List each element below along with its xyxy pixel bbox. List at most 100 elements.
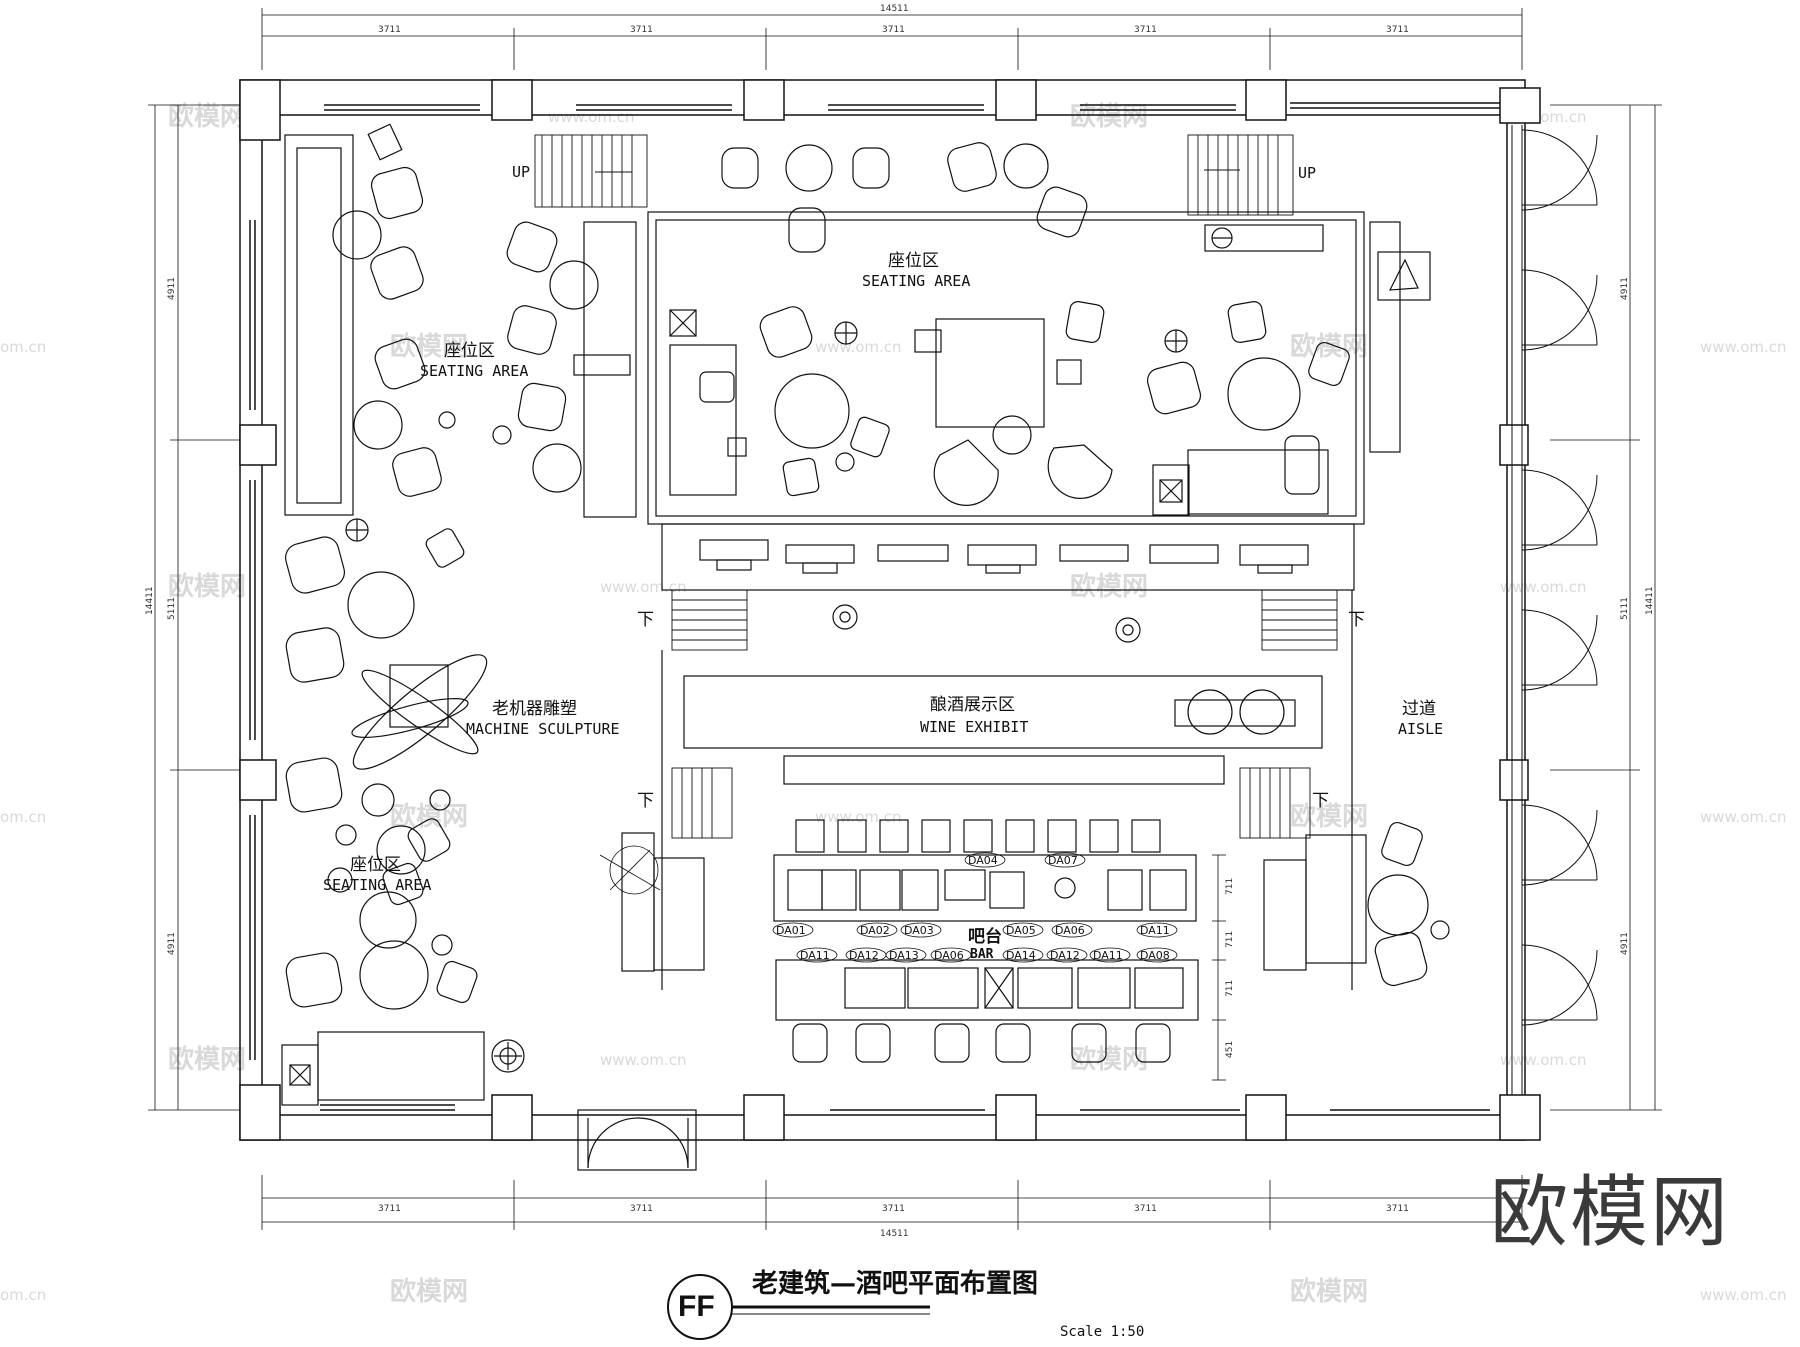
bar-tag: DA06 [1055,924,1085,937]
bar-tag-shapes [772,852,1178,963]
aisle-label-cn: 过道 [1402,699,1436,719]
bar-side-units [599,821,1450,987]
dim-top-bay: 3711 [1134,25,1157,35]
watermark-brand: 欧模网 [390,801,468,832]
stair-down-label: 下 [637,610,654,630]
display-band [661,523,1355,591]
dim-bar: 711 [1225,931,1235,948]
seating-area-label-en: SEATING AREA [862,272,970,290]
seating-area-label-cn: 座位区 [444,341,495,361]
dim-side-bay: 4911 [167,932,177,955]
right-cabinet [1369,221,1431,453]
stair-down-label: 下 [637,791,654,811]
seating-area-label-en: SEATING AREA [323,876,431,894]
wine-exhibit [661,590,1353,990]
drawing-title: 老建筑—酒吧平面布置图 [752,1268,1038,1299]
dim-top-total: 14511 [880,4,909,14]
watermark-brand: 欧模网 [1290,331,1368,362]
stair-down-label: 下 [1348,610,1365,630]
dim-bottom-total: 14511 [880,1229,909,1239]
bar-label-cn: 吧台 [968,926,1002,947]
bar-tag: DA07 [1048,854,1078,867]
dimension-left [148,104,245,1111]
bar-tag: DA12 [1050,949,1080,962]
bar-tag: DA01 [776,924,806,937]
brand-logo: 欧模网 [1489,1168,1730,1258]
watermark-brand: 欧模网 [1070,1044,1148,1075]
wine-exhibit-label-en: WINE EXHIBIT [920,718,1028,736]
bar-tag: DA13 [889,949,919,962]
bar-tag: DA11 [800,949,830,962]
watermark-url: www.om.cn [548,108,635,126]
dim-side-bay: 5111 [167,597,177,620]
watermark-brand: 欧模网 [168,1044,246,1075]
stair-down [671,589,1338,839]
bar-tag: DA08 [1140,949,1170,962]
dim-bottom-bay: 3711 [1386,1204,1409,1214]
watermark-url: www.om.cn [1500,578,1587,596]
decor-small [832,604,1141,643]
bar-tag: DA06 [934,949,964,962]
watermark-url: om.cn [0,1286,46,1304]
seating-area-label-en: SEATING AREA [420,362,528,380]
dimension-bottom [261,1175,1523,1230]
dim-top-bay: 3711 [882,25,905,35]
facade-doors-right [1511,125,1598,1095]
left-partition [573,221,637,518]
watermark-url: www.om.cn [1700,808,1787,826]
watermark-brand: 欧模网 [1070,571,1148,602]
left-seating-zone [281,123,599,1106]
dim-side-total: 14411 [1645,586,1655,615]
dim-side-bay: 4911 [1620,932,1630,955]
watermark-layer: 欧模网 www.om.cn 欧模网 www.om.cn om.cn 欧模网 ww… [0,101,1787,1307]
stair-down-label: 下 [1312,791,1329,811]
bar-tag: DA14 [1006,949,1036,962]
dim-bar: 451 [1225,1041,1235,1058]
dim-side-bay: 4911 [167,277,177,300]
stair-right [1187,134,1294,216]
dim-top-bay: 3711 [378,25,401,35]
bar-tag: DA04 [968,854,998,867]
dim-side-total: 14411 [145,586,155,615]
building-walls [239,79,1541,1141]
watermark-url: www.om.cn [1500,1051,1587,1069]
bar-tag: DA03 [904,924,934,937]
bar-tag: DA05 [1006,924,1036,937]
dim-bar: 711 [1225,980,1235,997]
watermark-brand: 欧模网 [1290,1276,1368,1307]
stair-up-label: UP [1298,164,1316,182]
bar-label-en: BAR [970,947,994,962]
watermark-url: om.cn [0,808,46,826]
center-room [647,142,1365,525]
dim-side-bay: 5111 [1620,597,1630,620]
bar-tag: DA02 [860,924,890,937]
dim-bottom-bay: 3711 [630,1204,653,1214]
watermark-brand: 欧模网 [168,571,246,602]
watermark-brand: 欧模网 [1070,101,1148,132]
title-block [667,1274,930,1340]
watermark-brand: 欧模网 [168,101,246,132]
bar-counter [773,819,1226,1081]
wine-exhibit-label-cn: 酿酒展示区 [930,695,1015,715]
dim-bar: 711 [1225,878,1235,895]
watermark-brand: 欧模网 [390,331,468,362]
dim-bottom-bay: 3711 [378,1204,401,1214]
dimension-top [261,8,1523,70]
stair-left [534,134,648,208]
drawing-badge: FF [678,1290,715,1323]
watermark-url: www.om.cn [815,338,902,356]
sculpture-label-cn: 老机器雕塑 [492,699,577,719]
aisle-label-en: AISLE [1398,720,1443,738]
watermark-url: www.om.cn [815,808,902,826]
sculpture-label-en: MACHINE SCULPTURE [466,720,620,738]
watermark-brand: 欧模网 [390,1276,468,1307]
stair-up-label: UP [512,163,530,181]
dim-top-bay: 3711 [1386,25,1409,35]
seating-area-label-cn: 座位区 [888,251,939,271]
dim-side-bay: 4911 [1620,277,1630,300]
dim-bottom-bay: 3711 [882,1204,905,1214]
bar-tag: DA11 [1140,924,1170,937]
dimension-right [1550,104,1662,1111]
bar-tag: DA11 [1093,949,1123,962]
